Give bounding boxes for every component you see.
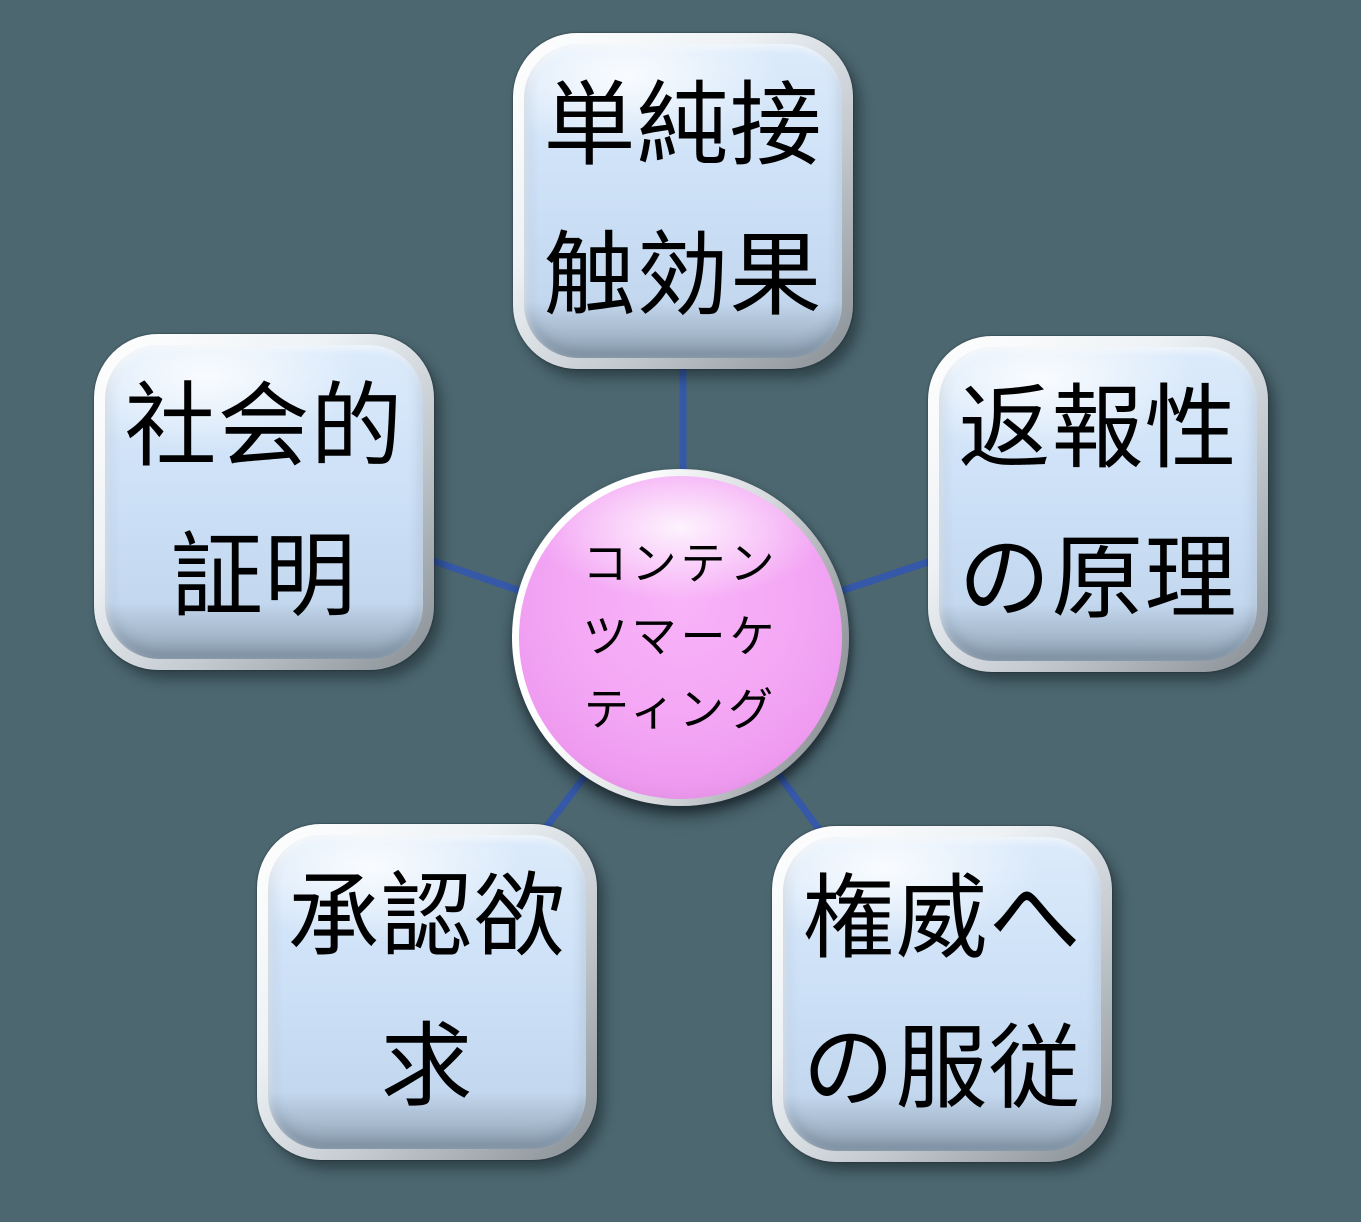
node-label-line: の服従 — [802, 1018, 1082, 1120]
node-social-proof-face: 社会的 証明 — [105, 345, 423, 659]
node-mere-exposure-effect-face: 単純接 触効果 — [524, 44, 842, 358]
node-mere-exposure-effect: 単純接 触効果 — [513, 33, 853, 369]
hub-label-line: ティング — [583, 685, 778, 735]
hub-content-marketing: コンテン ツマーケ ティング — [512, 469, 849, 806]
node-approval-desire-face: 承認欲 求 — [268, 835, 586, 1149]
node-label-line: 承認欲 — [287, 866, 567, 968]
node-label-line: 返報性 — [958, 378, 1238, 480]
node-social-proof: 社会的 証明 — [94, 334, 434, 670]
node-label: 権威へ の服従 — [802, 844, 1081, 1144]
node-label: 単純接 触効果 — [543, 51, 822, 351]
connector-left — [423, 554, 537, 600]
connector-bottom-right — [767, 760, 830, 843]
node-reciprocity-principle: 返報性 の原理 — [928, 336, 1268, 672]
node-label-line: 証明 — [170, 526, 357, 628]
hub-label-line: コンテン — [582, 539, 779, 589]
node-label-line: 求 — [380, 1016, 474, 1118]
node-label-line: 触効果 — [543, 225, 823, 327]
node-reciprocity-principle-face: 返報性 の原理 — [939, 347, 1257, 661]
hub-label-line: ツマーケ — [582, 612, 779, 662]
node-label-line: 権威へ — [802, 868, 1082, 970]
node-approval-desire: 承認欲 求 — [257, 824, 597, 1160]
hub-content-marketing-face: コンテン ツマーケ ティング — [519, 476, 842, 799]
node-label: 社会的 証明 — [124, 352, 403, 652]
node-authority-obedience-face: 権威へ の服従 — [783, 837, 1101, 1151]
node-authority-obedience: 権威へ の服従 — [772, 826, 1112, 1162]
node-label: 返報性 の原理 — [958, 354, 1237, 654]
node-label-line: の原理 — [958, 528, 1238, 630]
node-label: 承認欲 求 — [287, 842, 566, 1142]
node-label-line: 単純接 — [543, 75, 823, 177]
hub-label: コンテン ツマーケ ティング — [582, 528, 778, 747]
node-label-line: 社会的 — [124, 376, 404, 478]
connector-right — [833, 554, 942, 597]
